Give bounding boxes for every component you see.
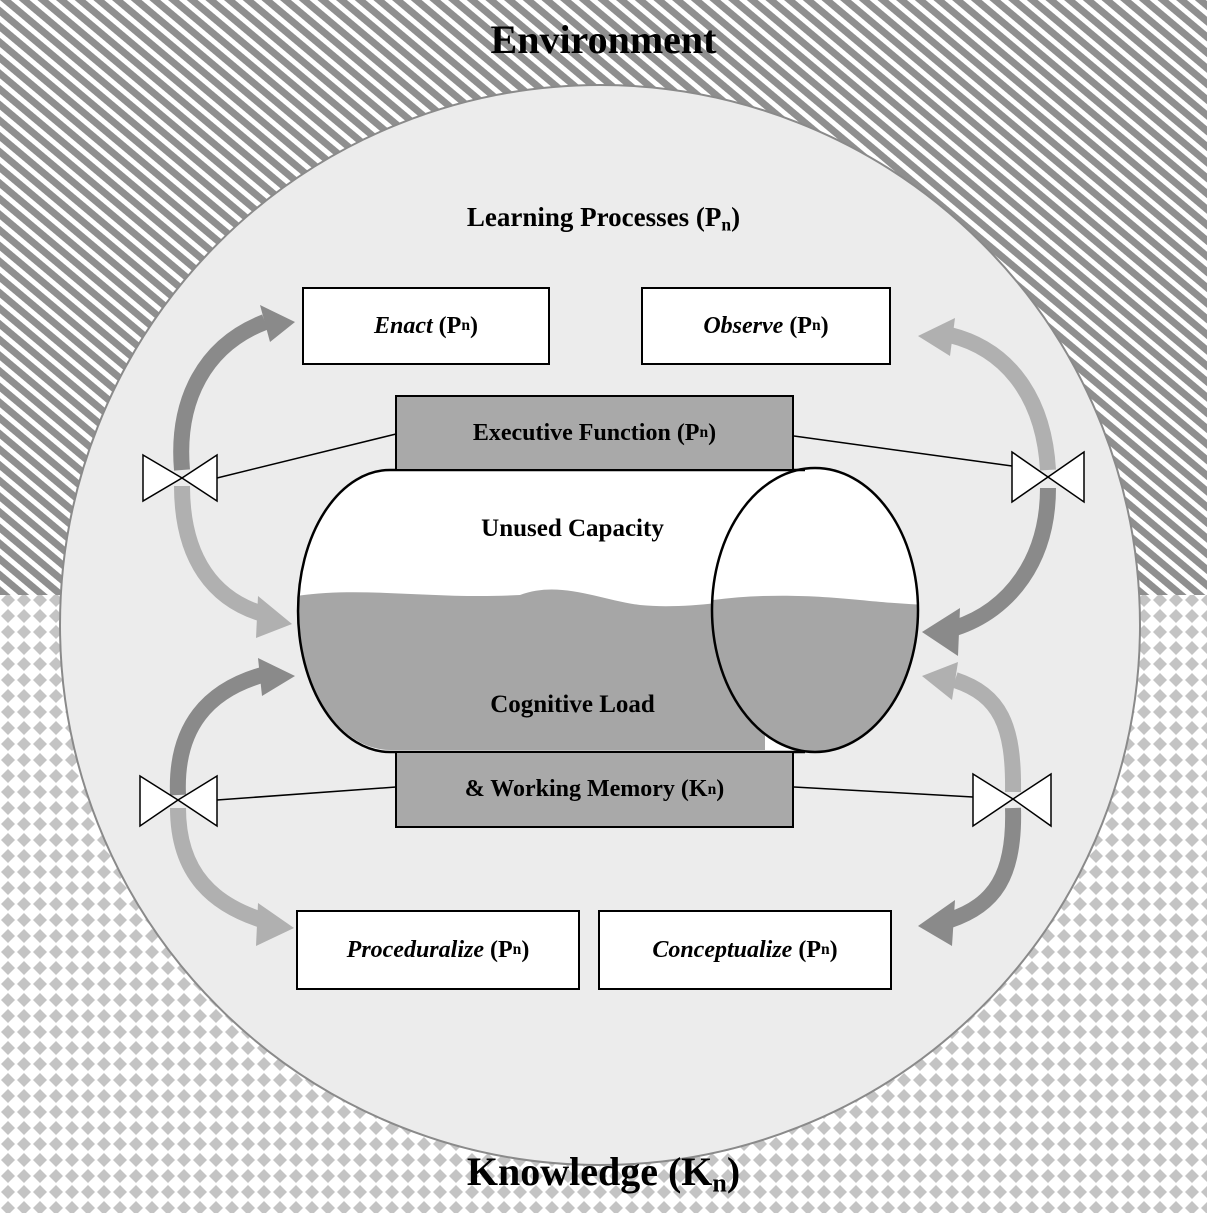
arrow-left-upper bbox=[173, 305, 295, 638]
knowledge-title: Knowledge (Kn) bbox=[466, 1149, 741, 1198]
cognitive-load-liquid bbox=[298, 589, 765, 750]
cognitive-load-label: Cognitive Load bbox=[490, 691, 655, 718]
valve-left-upper bbox=[142, 453, 184, 503]
control-lines bbox=[216, 433, 1013, 801]
valve-right-upper bbox=[1011, 450, 1050, 504]
learning-processes-title: Learning Processes (Pn) bbox=[466, 202, 741, 235]
arrow-left-lower bbox=[169, 658, 295, 946]
environment-title-text: Environment bbox=[490, 17, 717, 62]
arrow-right-upper bbox=[918, 318, 1056, 656]
valve-right-lower bbox=[972, 772, 1015, 828]
valve-left-lower bbox=[139, 774, 180, 828]
capacity-cylinder bbox=[296, 466, 920, 754]
arrow-right-lower bbox=[918, 662, 1022, 946]
unused-capacity-label: Unused Capacity bbox=[481, 515, 664, 542]
environment-title: Environment bbox=[0, 16, 1207, 63]
